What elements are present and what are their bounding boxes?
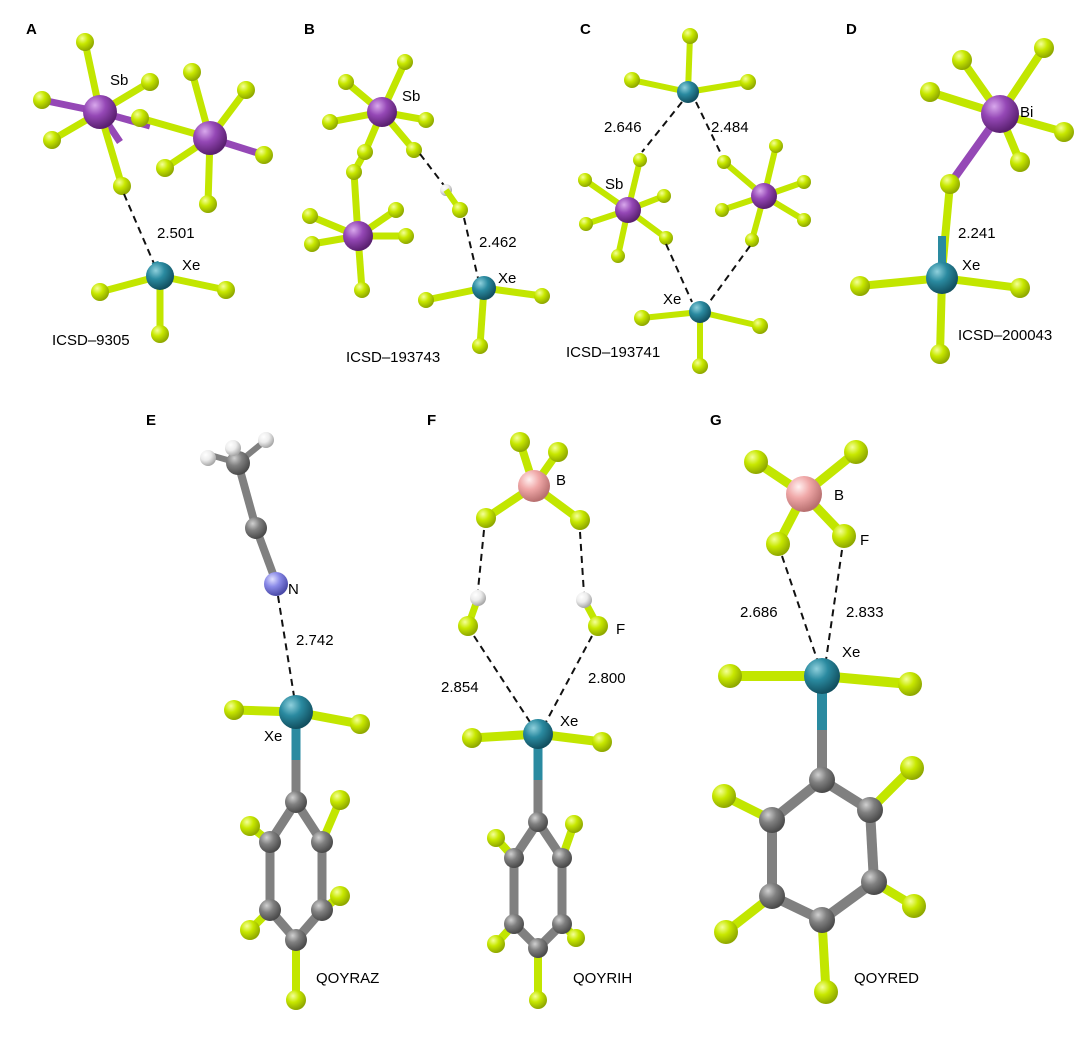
sb-atom <box>751 183 777 209</box>
sb-atom <box>343 221 373 251</box>
sb-atom <box>193 121 227 155</box>
atom-label-bi: Bi <box>1020 104 1033 121</box>
atom-label-xe: Xe <box>560 713 578 730</box>
xe-atom <box>523 719 553 749</box>
distance-label: 2.646 <box>604 119 642 136</box>
xe-atom <box>472 276 496 300</box>
sb-octahedron-1 <box>578 153 673 263</box>
distance-label: 2.742 <box>296 632 334 649</box>
atom-label-f: F <box>616 621 625 638</box>
bf4-unit <box>744 440 868 556</box>
panel-letter: D <box>846 21 857 38</box>
acetonitrile <box>200 432 288 596</box>
xe-atom <box>146 262 174 290</box>
structure-code: QOYRED <box>854 970 919 987</box>
atom-label-f: F <box>860 532 869 549</box>
distance-label: 2.854 <box>441 679 479 696</box>
distance-label: 2.484 <box>711 119 749 136</box>
panel-letter: A <box>26 21 37 38</box>
distance-label: 2.462 <box>479 234 517 251</box>
panel-f: F <box>427 412 632 1009</box>
atom-label-sb: Sb <box>605 176 623 193</box>
xef2-unit <box>418 276 550 354</box>
atom-label-xe: Xe <box>842 644 860 661</box>
panel-letter: G <box>710 412 722 429</box>
distance-label: 2.241 <box>958 225 996 242</box>
xe-atom <box>689 301 711 323</box>
atom-label-xe: Xe <box>962 257 980 274</box>
c-atom <box>245 517 267 539</box>
structure-code: QOYRIH <box>573 970 632 987</box>
panel-c: C <box>566 21 811 374</box>
sb-octahedron-2 <box>302 164 414 298</box>
sb-atom <box>83 95 117 129</box>
c6f5xef-unit <box>224 695 370 1010</box>
sb-octahedron-1 <box>322 54 434 158</box>
distance-label: 2.800 <box>588 670 626 687</box>
xe-atom <box>279 695 313 729</box>
atom-label-b: B <box>556 472 566 489</box>
sb-atom <box>367 97 397 127</box>
distance-label: 2.686 <box>740 604 778 621</box>
xe-atom <box>677 81 699 103</box>
panel-letter: B <box>304 21 315 38</box>
h-atom <box>576 592 592 608</box>
panel-letter: E <box>146 412 156 429</box>
distance-label: 2.833 <box>846 604 884 621</box>
c6f5xef-unit <box>462 719 612 1009</box>
atom-label-n: N <box>288 581 299 598</box>
xef2-unit <box>850 236 1030 364</box>
sb-octahedron-1 <box>33 33 159 195</box>
h-atom <box>470 590 486 606</box>
xe-atom <box>926 262 958 294</box>
distance-label: 2.501 <box>157 225 195 242</box>
atom-label-xe: Xe <box>264 728 282 745</box>
atom-label-sb: Sb <box>110 72 128 89</box>
atom-label-sb: Sb <box>402 88 420 105</box>
sb-atom <box>615 197 641 223</box>
xe-atom <box>804 658 840 694</box>
panel-letter: F <box>427 412 436 429</box>
bif6-unit <box>920 38 1074 187</box>
structure-code: ICSD–200043 <box>958 327 1052 344</box>
panel-d: D Bi Xe 2.241 <box>846 21 1074 364</box>
c6f5xef-unit <box>712 658 926 1004</box>
panel-g: G <box>710 412 926 1004</box>
xef2-unit-bottom <box>634 301 768 374</box>
panel-e: E <box>146 412 379 1010</box>
panel-letter: C <box>580 21 591 38</box>
structure-code: ICSD–193743 <box>346 349 440 366</box>
h-atom <box>225 440 241 456</box>
xef2-unit-top <box>624 28 756 103</box>
sb-octahedron-2 <box>715 139 811 247</box>
structure-code: ICSD–9305 <box>52 332 130 349</box>
xef2-unit <box>91 260 235 343</box>
panel-a: A <box>26 21 273 349</box>
b-atom <box>786 476 822 512</box>
c-atom <box>226 451 250 475</box>
bi-atom <box>981 95 1019 133</box>
n-atom <box>264 572 288 596</box>
h-atom <box>200 450 216 466</box>
atom-label-xe: Xe <box>663 291 681 308</box>
sb-octahedron-2 <box>131 63 273 213</box>
atom-label-xe: Xe <box>498 270 516 287</box>
b-atom <box>518 470 550 502</box>
bf4-unit <box>476 432 590 530</box>
atom-label-b: B <box>834 487 844 504</box>
structure-code: QOYRAZ <box>316 970 379 987</box>
h-atom <box>258 432 274 448</box>
panel-b: B <box>302 21 550 366</box>
structure-code: ICSD–193741 <box>566 344 660 361</box>
atom-label-xe: Xe <box>182 257 200 274</box>
